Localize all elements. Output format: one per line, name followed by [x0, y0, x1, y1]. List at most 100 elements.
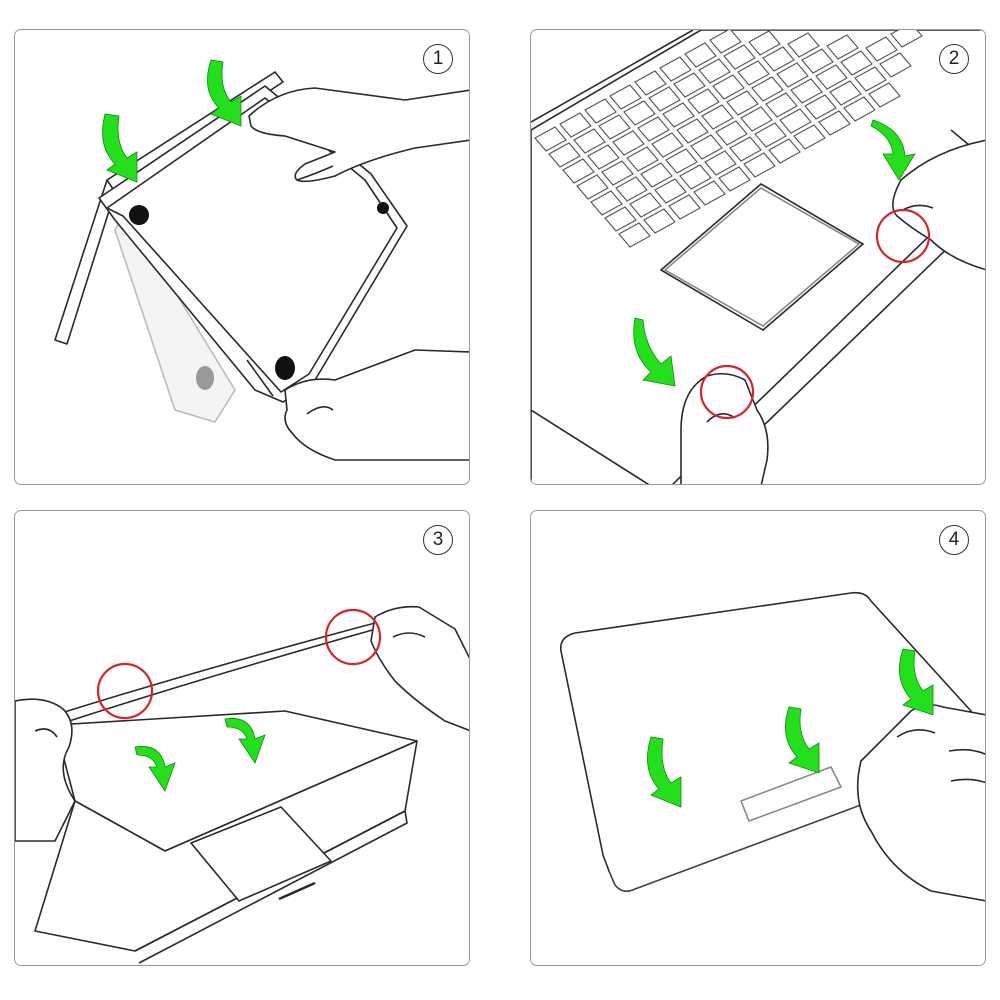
keyboard-key	[787, 32, 820, 58]
keyboard-key	[618, 222, 651, 248]
rubber-foot	[377, 202, 389, 214]
arrow-icon	[870, 119, 916, 181]
clip-highlight-circle	[96, 662, 154, 720]
keyboard-key	[743, 152, 776, 178]
step-3-number: 3	[423, 525, 453, 555]
keyboard-key	[668, 194, 701, 220]
keyboard-key	[665, 148, 698, 174]
keyboard-key	[676, 118, 709, 144]
step-4-illustration	[559, 591, 985, 902]
keyboard-key	[704, 150, 737, 176]
step-2-panel: 2	[530, 29, 986, 485]
press-arrows	[647, 648, 934, 808]
keyboard-key	[659, 56, 692, 82]
keyboard-key	[729, 136, 762, 162]
keyboard-key	[737, 60, 770, 86]
keyboard-key	[701, 104, 734, 130]
keyboard-key	[640, 162, 673, 188]
step-1-panel: 1	[14, 29, 470, 485]
keyboard-key	[712, 74, 745, 100]
keyboard-key	[629, 192, 662, 218]
hand	[856, 703, 985, 902]
keyboard-key	[615, 176, 648, 202]
arrow-icon	[633, 317, 676, 387]
trackpad	[190, 806, 332, 902]
keyboard-key	[815, 64, 848, 90]
keyboard-key	[626, 146, 659, 172]
keyboard-key	[584, 98, 617, 124]
keyboard-key	[643, 208, 676, 234]
keyboard-key	[673, 72, 706, 98]
keyboard-key	[604, 206, 637, 232]
keyboard-key	[612, 130, 645, 156]
hand	[15, 698, 76, 842]
keyboard-key	[623, 100, 656, 126]
clip-highlight-circle	[875, 208, 931, 264]
keyboard-key	[651, 132, 684, 158]
keyboard-key	[768, 138, 801, 164]
keyboard-key	[748, 30, 781, 56]
keyboard-key	[609, 84, 642, 110]
keyboard-key	[637, 116, 670, 142]
arrow-icon	[102, 113, 138, 183]
arrow-icon	[134, 746, 176, 792]
keyboard-key	[776, 62, 809, 88]
keyboard-key	[698, 58, 731, 84]
keyboard-key	[715, 120, 748, 146]
keyboard-key	[762, 46, 795, 72]
keyboard-key	[576, 174, 609, 200]
step-2-number: 2	[939, 44, 969, 74]
keyboard-key	[890, 30, 923, 48]
keyboard-key	[687, 88, 720, 114]
hand	[284, 349, 469, 461]
keyboard-key	[840, 50, 873, 76]
arrow-icon	[647, 736, 682, 808]
keyboard-key	[693, 180, 726, 206]
press-arrows	[134, 718, 266, 792]
keyboard-key	[662, 102, 695, 128]
press-arrows	[633, 119, 916, 387]
keyboard-key	[804, 94, 837, 120]
keyboard-key	[829, 80, 862, 106]
keyboard-key	[598, 114, 631, 140]
step-4-number: 4	[939, 525, 969, 555]
keyboard-key	[548, 142, 581, 168]
hand	[248, 87, 469, 183]
keyboard-key	[679, 164, 712, 190]
keyboard-key	[790, 78, 823, 104]
keyboard-key	[690, 134, 723, 160]
step-1-number: 1	[423, 44, 453, 74]
arrow-icon	[785, 706, 820, 774]
step-3-panel: 3	[14, 510, 470, 966]
keyboard-key	[793, 124, 826, 150]
keyboard-key	[601, 160, 634, 186]
keyboard-key	[779, 108, 812, 134]
clip-highlight-circle	[324, 608, 382, 666]
keyboard-key	[634, 70, 667, 96]
keyboard-key	[826, 34, 859, 60]
keyboard-key	[843, 96, 876, 122]
clip-highlight-circle	[699, 364, 755, 420]
keyboard-key	[754, 122, 787, 148]
keyboard-key	[562, 158, 595, 184]
keyboard-key	[534, 126, 567, 152]
step-3-illustration	[15, 605, 469, 964]
keyboard-key	[726, 90, 759, 116]
keyboard-key	[765, 92, 798, 118]
keyboard-key	[573, 128, 606, 154]
keyboard-key	[865, 36, 898, 62]
keyboard-key	[559, 112, 592, 138]
keyboard-key	[709, 30, 742, 54]
rubber-foot	[129, 205, 149, 225]
keyboard-key	[684, 42, 717, 68]
keyboard	[534, 30, 923, 248]
keyboard-key	[718, 166, 751, 192]
keyboard-key	[818, 110, 851, 136]
keyboard-key	[654, 178, 687, 204]
keyboard-key	[723, 44, 756, 70]
hand	[370, 605, 469, 732]
press-arrows	[102, 59, 242, 183]
keyboard-key	[801, 48, 834, 74]
keyboard-key	[590, 190, 623, 216]
arrow-icon	[224, 718, 266, 764]
